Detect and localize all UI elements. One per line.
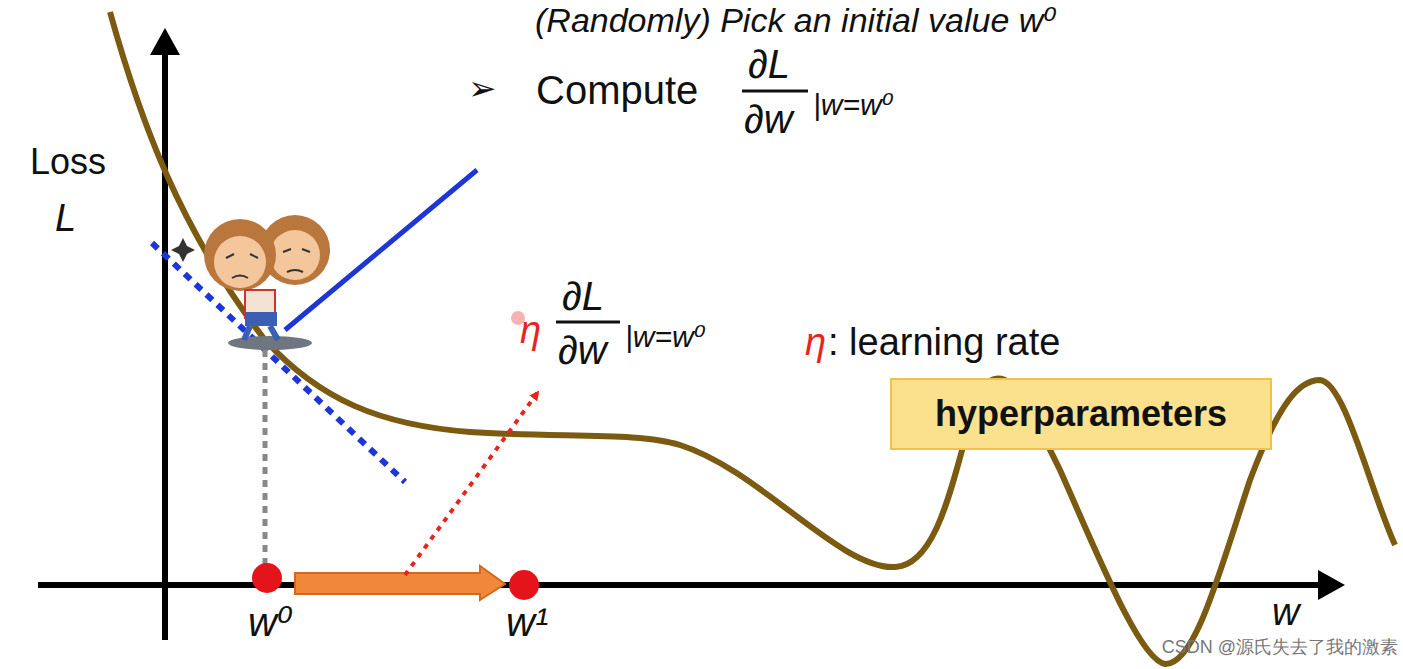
step-text: Compute [536, 68, 698, 112]
learning-rate-symbol: η [805, 322, 826, 364]
evaluation-point: |w=w⁰ [813, 88, 894, 121]
learning-rate-symbol: η [520, 310, 541, 352]
axis-label: Loss [30, 142, 106, 182]
bullet-symbol: ➢ [468, 70, 497, 107]
step-heading: (Randomly) Pick an initial value w⁰ [535, 2, 1057, 39]
evaluation-point: |w=w⁰ [625, 320, 706, 353]
axis-label: w [1272, 592, 1299, 634]
fraction-numerator: ∂L [748, 42, 790, 86]
fraction-denominator: ∂w [744, 97, 793, 141]
highlight-box: hyperparameters [890, 378, 1272, 450]
box-text: hyperparameters [935, 393, 1227, 435]
learning-rate-text: : learning rate [828, 322, 1060, 364]
point-label: w¹ [506, 600, 548, 644]
point-label: w⁰ [248, 600, 293, 644]
watermark: CSDN @源氏失去了我的激素 [1162, 638, 1398, 658]
fraction-numerator: ∂L [562, 274, 604, 318]
fraction-denominator: ∂w [558, 328, 607, 372]
axis-symbol: L [55, 198, 76, 240]
